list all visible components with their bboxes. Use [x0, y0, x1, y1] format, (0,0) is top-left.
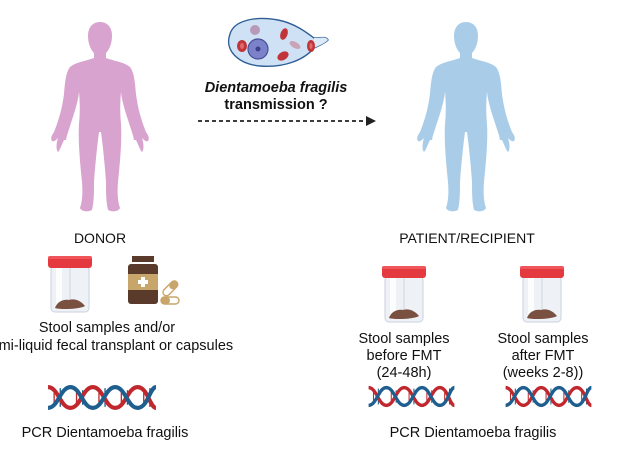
before-caption-line3: (24-48h) [376, 365, 432, 381]
donor-dna-icon [46, 384, 158, 411]
organism-name: Dientamoeba fragilis [204, 80, 348, 96]
donor-label: DONOR [73, 230, 127, 246]
after-caption-line2: after FMT [511, 348, 575, 364]
before-caption-line1: Stool samples [358, 331, 450, 347]
donor-caption-line1: Stool samples and/or [38, 320, 176, 336]
donor-pcr-label: PCR Dientamoeba fragilis [21, 425, 189, 441]
after-caption-line3: (weeks 2-8)) [502, 365, 584, 381]
before-caption-line2: before FMT [366, 348, 442, 364]
capsules-icon [160, 280, 180, 305]
recipient-figure-icon [416, 22, 516, 212]
transmission-arrow-icon [198, 116, 376, 126]
medicine-bottle-icon [128, 256, 158, 304]
after-caption-line1: Stool samples [497, 331, 589, 347]
donor-stool-jar-icon [47, 254, 93, 316]
recipient-label: PATIENT/RECIPIENT [399, 230, 535, 246]
amoeba-icon [227, 17, 329, 67]
donor-caption-line2: Semi-liquid fecal transplant or capsules [0, 338, 234, 354]
recipient-pcr-label: PCR Dientamoeba fragilis [389, 425, 557, 441]
recipient-after-dna-icon [504, 385, 593, 408]
transmission-label: transmission ? [224, 97, 328, 113]
recipient-before-jar-icon [381, 264, 427, 326]
donor-figure-icon [50, 22, 150, 212]
recipient-after-jar-icon [519, 264, 565, 326]
recipient-before-dna-icon [367, 385, 456, 408]
